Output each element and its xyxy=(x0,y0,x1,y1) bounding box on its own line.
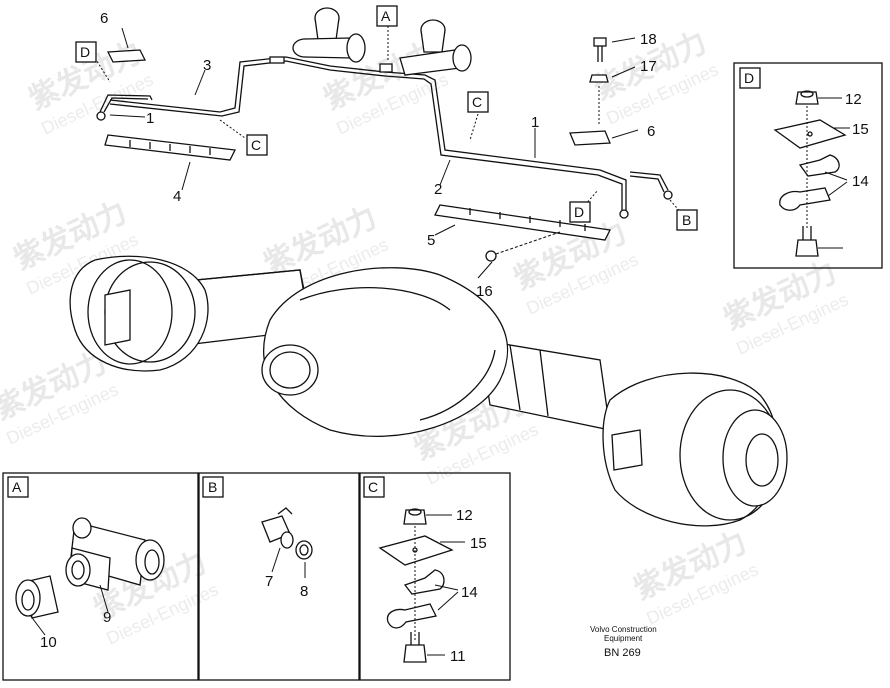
tag-c-left: C xyxy=(246,134,268,156)
svg-text:C: C xyxy=(472,94,482,110)
callout-4: 4 xyxy=(173,188,181,205)
panel-d-label: D xyxy=(744,70,754,86)
callout-6: 6 xyxy=(647,123,655,140)
tag-b-right: B xyxy=(676,209,698,231)
panel-b-label: B xyxy=(208,479,217,495)
detail-panel-a: A 9 10 xyxy=(2,472,199,681)
screw-16 xyxy=(485,231,561,262)
footer-code: BN 269 xyxy=(604,647,641,659)
cover-6-right xyxy=(569,130,611,146)
nut-17 xyxy=(589,74,609,125)
tag-d-mid: D xyxy=(569,201,591,223)
callout-9: 9 xyxy=(103,609,111,626)
callout-1: 1 xyxy=(531,114,539,131)
clamp-bracket-4 xyxy=(104,134,236,161)
callout-10: 10 xyxy=(40,634,57,651)
panel-c-label: C xyxy=(368,479,378,495)
footer-caption: Volvo Construction Equipment BN 269 xyxy=(590,625,657,659)
callout-15: 15 xyxy=(470,535,487,552)
callout-2: 2 xyxy=(434,181,442,198)
axle-housing xyxy=(69,255,788,527)
callout-11: 11 xyxy=(450,648,466,665)
callout-14: 14 xyxy=(461,584,478,601)
svg-text:A: A xyxy=(381,8,391,24)
tag-a-top: A xyxy=(376,5,398,27)
screw-18 xyxy=(593,37,607,62)
clamp-bracket-5 xyxy=(434,204,611,241)
footer-company: Volvo Construction xyxy=(590,625,657,634)
callout-8: 8 xyxy=(300,583,308,600)
callout-3: 3 xyxy=(203,57,211,74)
footer-division: Equipment xyxy=(604,634,643,643)
callout-17: 17 xyxy=(640,58,657,75)
svg-text:D: D xyxy=(80,44,90,60)
callout-7: 7 xyxy=(265,573,273,590)
detail-panel-b: B 7 8 xyxy=(198,472,360,681)
brake-pipes xyxy=(96,7,673,219)
svg-text:B: B xyxy=(682,212,691,228)
callout-18: 18 xyxy=(640,31,657,48)
callout-12: 12 xyxy=(845,91,862,108)
callout-5: 5 xyxy=(427,232,435,249)
callout-14: 14 xyxy=(852,173,869,190)
leader-lines xyxy=(94,22,684,279)
callout-6: 6 xyxy=(100,10,108,27)
callout-15: 15 xyxy=(852,121,869,138)
cover-6-left xyxy=(106,49,147,63)
detail-panel-c: C 12 15 14 11 xyxy=(359,472,511,681)
tag-d-left: D xyxy=(75,41,97,63)
callout-12: 12 xyxy=(456,507,473,524)
svg-text:C: C xyxy=(251,137,261,153)
detail-panel-d: D 12 15 14 xyxy=(733,62,883,269)
tag-c-top: C xyxy=(467,91,489,113)
svg-text:D: D xyxy=(574,204,584,220)
panel-a-label: A xyxy=(12,479,22,495)
callout-1: 1 xyxy=(146,110,154,127)
callout-16: 16 xyxy=(476,283,493,300)
